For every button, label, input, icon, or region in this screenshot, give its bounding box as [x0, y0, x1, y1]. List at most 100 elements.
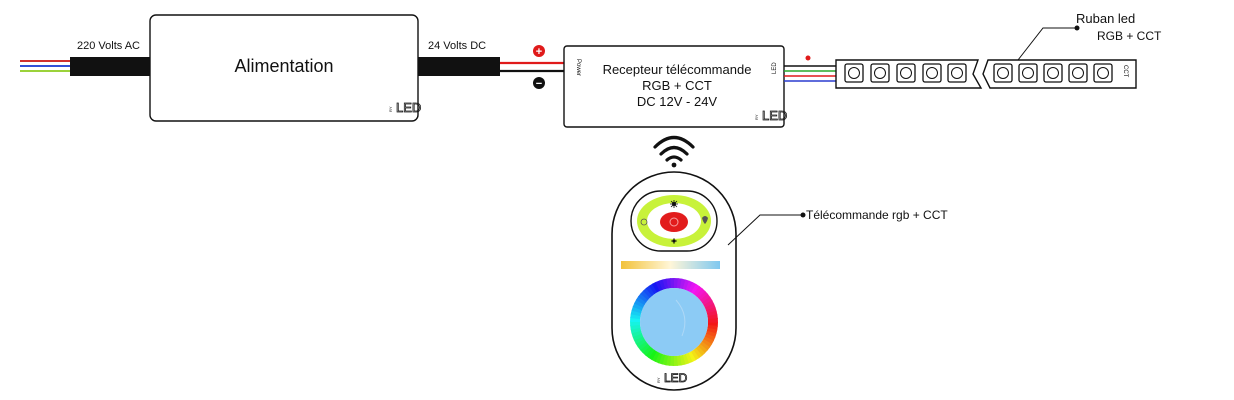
color-wheel-segment: [640, 290, 651, 301]
input-voltage-label: 220 Volts AC: [77, 40, 140, 52]
led-chip: [1043, 63, 1063, 83]
color-wheel-segment: [679, 278, 687, 290]
led-chip: [1018, 63, 1038, 83]
svg-text:+: +: [536, 46, 542, 58]
color-wheel-segment: [704, 333, 716, 342]
color-wheel-segment: [631, 330, 643, 338]
color-wheel-segment: [666, 278, 672, 289]
remote-callout: [727, 212, 806, 246]
brand-logo: RY LED: [388, 100, 422, 116]
color-wheel-segment: [685, 352, 693, 364]
color-wheel-segment: [707, 318, 718, 323]
color-wheel-segment: [661, 354, 669, 366]
color-wheel-segment: [633, 335, 645, 344]
color-wheel[interactable]: [629, 277, 719, 367]
strip-end-marking: CCT: [1122, 65, 1128, 78]
color-wheel-segment: [645, 347, 655, 359]
bulb-icon[interactable]: [702, 216, 708, 224]
svg-text:LED: LED: [762, 108, 787, 123]
color-wheel-segment: [687, 351, 696, 363]
color-wheel-segment: [642, 345, 653, 356]
color-wheel-segment: [670, 278, 675, 289]
color-wheel-segment: [700, 293, 711, 303]
color-wheel-segment: [676, 355, 682, 366]
color-wheel-segment: [690, 349, 700, 361]
led-chip: [844, 63, 864, 83]
svg-text:RY: RY: [754, 114, 759, 120]
led-strip: CCT: [835, 59, 1137, 89]
power-button[interactable]: [660, 212, 688, 232]
plus-marker: +: [533, 45, 545, 58]
color-wheel-segment: [652, 281, 661, 293]
color-wheel-segment: [707, 314, 718, 320]
svg-text:−: −: [536, 78, 542, 90]
color-wheel-segment: [637, 341, 648, 351]
port-led-label: LED: [772, 62, 778, 74]
receiver-type: RGB + CCT: [642, 78, 712, 93]
sun-icon[interactable]: [670, 200, 678, 208]
color-wheel-segment: [631, 306, 643, 314]
receiver-title: Recepteur télécommande: [603, 62, 752, 77]
port-power-label: Power: [575, 59, 581, 76]
color-wheel-segment: [703, 336, 714, 345]
color-wheel-segment: [665, 355, 672, 366]
color-wheel-segment: [701, 296, 713, 306]
svg-text:RY: RY: [656, 377, 661, 383]
color-wheel-segment: [701, 339, 713, 348]
color-wheel-segment: [632, 333, 644, 341]
led-output-wires: [784, 55, 836, 82]
sun-dim-icon[interactable]: [671, 238, 677, 244]
remote-control: RY LED: [611, 171, 737, 391]
color-wheel-segment: [688, 282, 697, 293]
brand-logo: RY LED: [754, 108, 788, 124]
strip-callout: [1017, 25, 1080, 61]
mains-input-wires: [20, 57, 152, 76]
color-wheel-segment: [658, 353, 666, 365]
wifi-icon: [653, 135, 695, 168]
color-wheel-segment: [639, 343, 650, 354]
color-wheel-segment: [651, 351, 660, 362]
mode-icon[interactable]: [640, 218, 648, 226]
strip-title: Ruban led: [1076, 11, 1135, 26]
receiver-box: Power LED Recepteur télécommande RGB + C…: [563, 45, 788, 128]
color-wheel-segment: [704, 303, 716, 311]
output-voltage-label: 24 Volts DC: [428, 40, 486, 52]
color-wheel-segment: [695, 346, 706, 357]
led-chip: [1093, 63, 1113, 83]
led-chip: [1068, 63, 1088, 83]
receiver-voltage: DC 12V - 24V: [637, 94, 718, 109]
color-wheel-segment: [637, 293, 649, 303]
color-wheel-segment: [645, 285, 655, 296]
cct-slider[interactable]: [621, 261, 720, 269]
svg-text:LED: LED: [396, 100, 421, 115]
minus-marker: −: [533, 77, 545, 90]
led-chip: [993, 63, 1013, 83]
color-wheel-segment: [630, 321, 641, 326]
color-wheel-segment: [695, 288, 706, 299]
brand-logo: RY LED: [656, 371, 688, 386]
color-wheel-segment: [648, 283, 658, 295]
color-wheel-segment: [705, 306, 717, 314]
color-wheel-segment: [698, 290, 709, 301]
color-wheel-segment: [634, 299, 645, 308]
color-wheel-segment: [648, 349, 657, 361]
color-wheel-segment: [635, 338, 647, 348]
led-chip: [896, 63, 916, 83]
color-wheel-segment: [658, 279, 666, 291]
color-wheel-segment: [630, 324, 641, 330]
color-wheel-segment: [705, 330, 717, 338]
color-wheel-segment: [654, 352, 663, 364]
led-chip: [922, 63, 942, 83]
color-wheel-segment: [685, 280, 694, 292]
color-wheel-segment: [691, 283, 700, 295]
dc-output-cable: [418, 57, 565, 76]
color-wheel-segment: [673, 355, 678, 366]
power-supply-title: Alimentation: [234, 56, 333, 76]
color-wheel-segment: [697, 343, 708, 354]
power-supply-box: Alimentation RY LED: [149, 14, 422, 122]
color-wheel-segment: [655, 280, 663, 292]
color-wheel-segment: [699, 341, 711, 351]
color-wheel-segment: [682, 279, 690, 291]
led-chip: [870, 63, 890, 83]
